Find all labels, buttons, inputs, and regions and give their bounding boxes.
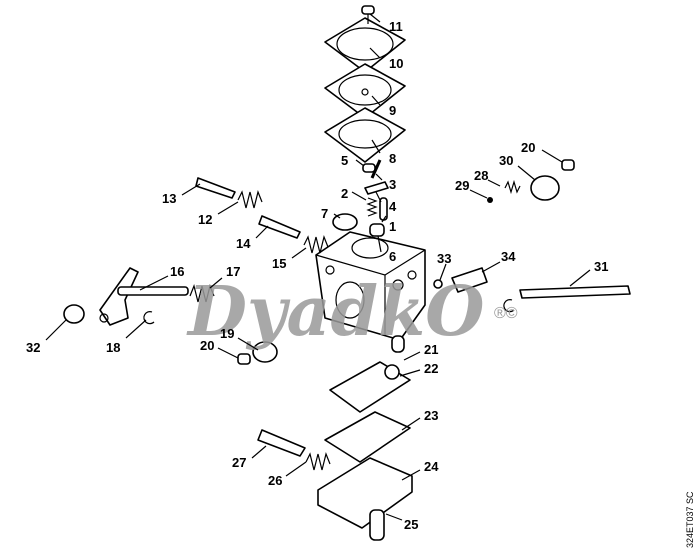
label-26: 26	[268, 473, 282, 488]
label-15: 15	[272, 256, 286, 271]
label-28: 28	[474, 168, 488, 183]
part-carburetor-body	[315, 231, 426, 353]
part-clip-18	[143, 311, 155, 325]
part-spring-2	[366, 197, 378, 217]
part-adjust-screw-13	[195, 177, 236, 199]
part-pin-3	[370, 159, 382, 179]
label-30: 30	[499, 153, 513, 168]
label-1: 1	[389, 219, 396, 234]
label-8: 8	[389, 151, 396, 166]
part-number-labels: 11 10 9 8 5 3 4 2 1 7 6 13 12 14 15 16 1…	[26, 19, 608, 532]
part-spring-26	[305, 452, 331, 471]
label-9: 9	[389, 103, 396, 118]
part-shaft-31	[519, 285, 631, 299]
label-31: 31	[594, 259, 608, 274]
label-22: 22	[424, 361, 438, 376]
label-34: 34	[501, 249, 516, 264]
label-10: 10	[389, 56, 403, 71]
label-7: 7	[321, 206, 328, 221]
part-spring-17	[189, 284, 215, 303]
part-washer-19	[252, 341, 278, 363]
part-spring-15	[303, 235, 329, 254]
watermark-mark: ®©	[494, 305, 518, 322]
label-4: 4	[389, 199, 397, 214]
label-2: 2	[341, 186, 348, 201]
label-19: 19	[220, 326, 234, 341]
label-18: 18	[106, 340, 120, 355]
label-20-left: 20	[200, 338, 214, 353]
part-clip-31	[503, 299, 515, 313]
label-21: 21	[424, 342, 438, 357]
part-adjust-screw-27	[257, 429, 306, 457]
part-spring-12	[237, 190, 263, 209]
part-lever-4	[364, 181, 389, 195]
label-14: 14	[236, 236, 251, 251]
part-gasket-8	[324, 107, 406, 163]
part-throttle-shaft-16	[99, 267, 189, 326]
part-diaphragm-9	[324, 63, 406, 119]
part-screen-21	[384, 364, 400, 380]
part-diaphragm-23	[324, 411, 411, 463]
part-valve-34	[451, 267, 488, 293]
part-screw-11	[361, 5, 375, 24]
part-spring-28	[504, 179, 521, 195]
leader-lines	[45, 13, 591, 521]
label-29: 29	[455, 178, 469, 193]
label-17: 17	[226, 264, 240, 279]
drawing-code: 324ET037 SC	[685, 491, 695, 548]
part-screw-20-left	[237, 353, 251, 365]
label-12: 12	[198, 212, 212, 227]
label-16: 16	[170, 264, 184, 279]
part-screen-6	[369, 223, 385, 237]
part-ball-29	[487, 197, 493, 203]
part-screw-20-right	[561, 159, 575, 171]
part-lever-30	[530, 175, 560, 201]
watermark: DyadkO	[186, 272, 484, 352]
label-11: 11	[389, 19, 403, 34]
label-27: 27	[232, 455, 246, 470]
label-3: 3	[389, 177, 396, 192]
label-20-right: 20	[521, 140, 535, 155]
label-25: 25	[404, 517, 418, 532]
part-screw-25	[369, 509, 385, 541]
part-washer-33	[433, 279, 443, 289]
label-5: 5	[341, 153, 348, 168]
label-24: 24	[424, 459, 439, 474]
label-23: 23	[424, 408, 438, 423]
label-32: 32	[26, 340, 40, 355]
part-bushing-32	[63, 304, 85, 324]
part-screw-5	[362, 163, 376, 173]
part-cover-10	[324, 17, 406, 73]
label-13: 13	[162, 191, 176, 206]
label-6: 6	[389, 249, 396, 264]
part-pump-cover-24	[317, 457, 413, 529]
part-adjust-screw-14	[258, 215, 301, 239]
label-33: 33	[437, 251, 451, 266]
